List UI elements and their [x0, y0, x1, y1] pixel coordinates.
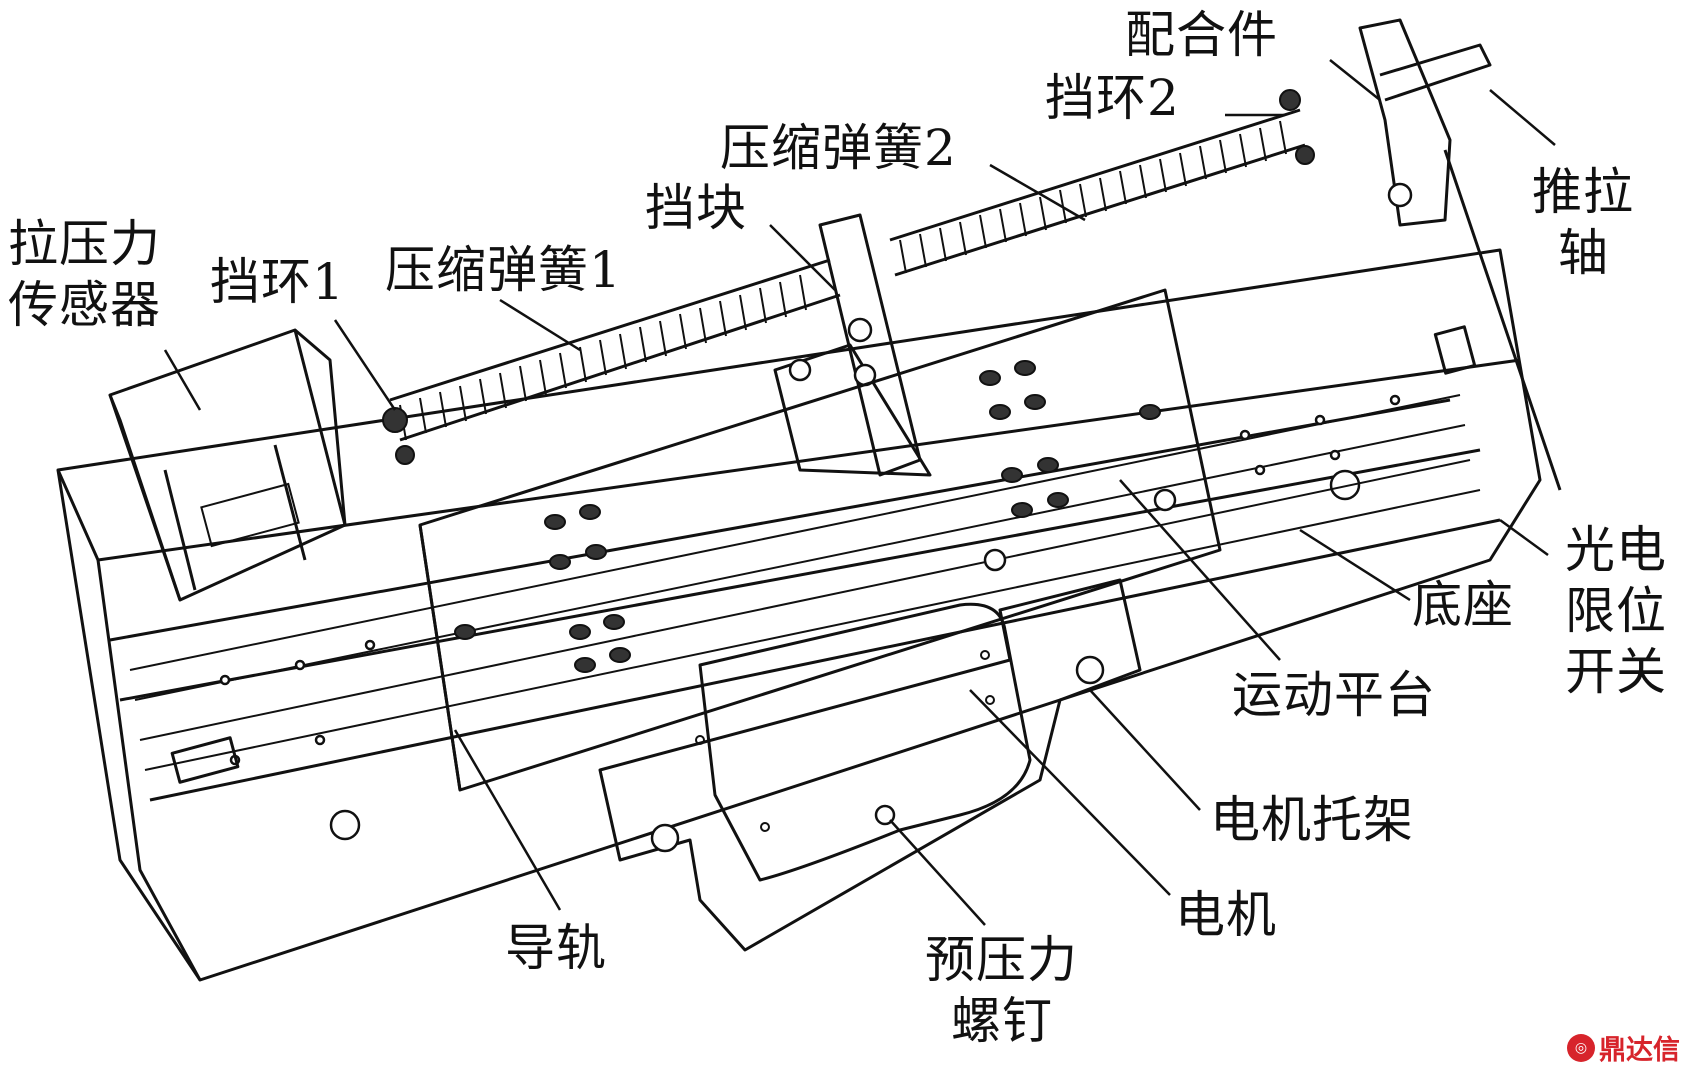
motor [695, 602, 1032, 882]
label-preload-screw-line-1: 预压力 [925, 931, 1078, 989]
label-motor: 电机 [1175, 886, 1277, 944]
label-stop-block: 挡块 [645, 179, 747, 237]
label-mating-part: 配合件 [1125, 6, 1278, 64]
label-motor-bracket: 电机托架 [1210, 791, 1414, 849]
stop-block [773, 213, 932, 477]
push-pull-shaft [1379, 43, 1562, 491]
label-retaining-ring-2: 挡环2 [1045, 69, 1180, 127]
leader-lines [163, 59, 1556, 926]
label-guide-rail: 导轨 [505, 919, 607, 977]
label-push-pull-shaft-line-1: 推拉 [1532, 163, 1634, 221]
watermark-text: 鼎达信 [1599, 1035, 1680, 1066]
label-preload-screw-line-2: 螺钉 [951, 992, 1053, 1050]
label-compression-spring-1: 压缩弹簧1 [385, 241, 622, 299]
label-tension-sensor-line-1: 拉压力 [8, 215, 161, 273]
label-motion-platform: 运动平台 [1232, 666, 1436, 724]
label-push-pull-shaft: 推拉 轴 [1532, 162, 1634, 284]
tension-sensor [108, 328, 347, 602]
label-photoelectric-limit-switch-line-3: 开关 [1565, 643, 1667, 701]
logo-mark-icon: ◎ [1567, 1033, 1595, 1062]
compression-spring-1 [382, 258, 841, 465]
motion-platform [418, 288, 1222, 792]
label-photoelectric-limit-switch-line-2: 限位 [1565, 582, 1667, 640]
base [56, 248, 1542, 982]
photoelectric-limit-switch [170, 325, 1477, 784]
label-base: 底座 [1412, 576, 1514, 634]
label-photoelectric-limit-switch: 光电 限位 开关 [1565, 520, 1667, 703]
label-retaining-ring-1: 挡环1 [210, 253, 345, 311]
label-compression-spring-2: 压缩弹簧2 [720, 119, 957, 177]
guide-rail [129, 394, 1481, 771]
mating-part [1358, 18, 1452, 227]
label-preload-screw: 预压力 螺钉 [925, 930, 1078, 1052]
label-tension-sensor: 拉压力 传感器 [8, 214, 161, 336]
label-push-pull-shaft-line-2: 轴 [1558, 224, 1609, 282]
label-tension-sensor-line-2: 传感器 [8, 276, 161, 334]
motor-bracket [598, 578, 1142, 952]
label-photoelectric-limit-switch-line-1: 光电 [1565, 521, 1667, 579]
watermark: ◎ 鼎达信 [1567, 1028, 1680, 1067]
